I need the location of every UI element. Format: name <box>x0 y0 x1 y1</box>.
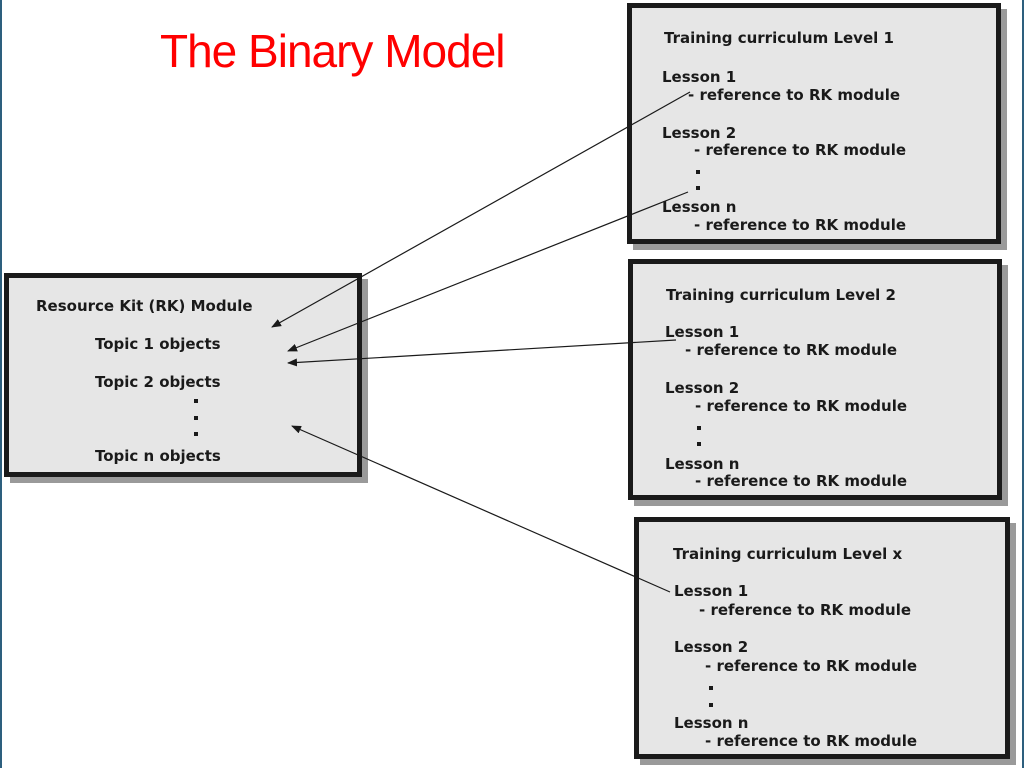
lesson-n-label: Lesson n <box>665 455 740 473</box>
lesson-1-reference: - reference to RK module <box>688 86 901 104</box>
rk-topic-2: Topic 2 objects <box>95 373 221 391</box>
lesson-n-label: Lesson n <box>674 714 749 732</box>
curriculum-heading: Training curriculum Level 1 <box>664 29 894 47</box>
lesson-2-reference: - reference to RK module <box>694 141 907 159</box>
slide-edge-left <box>0 0 2 768</box>
ellipsis-dot <box>194 416 198 420</box>
curriculum-heading: Training curriculum Level 2 <box>666 286 896 304</box>
curriculum-box-level-x: Training curriculum Level x Lesson 1 - r… <box>634 517 1010 759</box>
lesson-2-label: Lesson 2 <box>674 638 749 656</box>
ellipsis-dot <box>696 170 700 174</box>
curriculum-heading: Training curriculum Level x <box>673 545 903 563</box>
arrow-level1-lessonn-to-topic1 <box>287 191 689 352</box>
rk-topic-1: Topic 1 objects <box>95 335 221 353</box>
lesson-n-label: Lesson n <box>662 198 737 216</box>
ellipsis-dot <box>709 703 713 707</box>
slide-edge-right <box>1022 0 1024 768</box>
ellipsis-dot <box>697 426 701 430</box>
ellipsis-dot <box>194 399 198 403</box>
rk-module-heading: Resource Kit (RK) Module <box>36 297 253 315</box>
lesson-2-label: Lesson 2 <box>662 124 737 142</box>
lesson-1-label: Lesson 1 <box>662 68 737 86</box>
lesson-2-reference: - reference to RK module <box>705 657 918 675</box>
lesson-1-label: Lesson 1 <box>674 582 749 600</box>
rk-topic-n: Topic n objects <box>95 447 221 465</box>
lesson-n-reference: - reference to RK module <box>695 472 908 490</box>
ellipsis-dot <box>697 442 701 446</box>
ellipsis-dot <box>709 686 713 690</box>
lesson-n-reference: - reference to RK module <box>705 732 918 750</box>
lesson-2-reference: - reference to RK module <box>695 397 908 415</box>
arrow-level1-lesson1-to-topic1 <box>271 91 691 328</box>
ellipsis-dot <box>696 186 700 190</box>
curriculum-box-level-1: Training curriculum Level 1 Lesson 1 - r… <box>627 3 1001 244</box>
curriculum-box-level-2: Training curriculum Level 2 Lesson 1 - r… <box>628 259 1002 500</box>
arrow-level2-lesson1-to-topic1 <box>287 339 677 367</box>
lesson-1-reference: - reference to RK module <box>699 601 912 619</box>
lesson-1-label: Lesson 1 <box>665 323 740 341</box>
lesson-2-label: Lesson 2 <box>665 379 740 397</box>
arrow-levelx-lesson1-to-topicn <box>291 425 671 593</box>
lesson-n-reference: - reference to RK module <box>694 216 907 234</box>
slide-title: The Binary Model <box>160 25 505 77</box>
rk-module-box: Resource Kit (RK) Module Topic 1 objects… <box>4 273 362 477</box>
ellipsis-dot <box>194 432 198 436</box>
lesson-1-reference: - reference to RK module <box>685 341 898 359</box>
